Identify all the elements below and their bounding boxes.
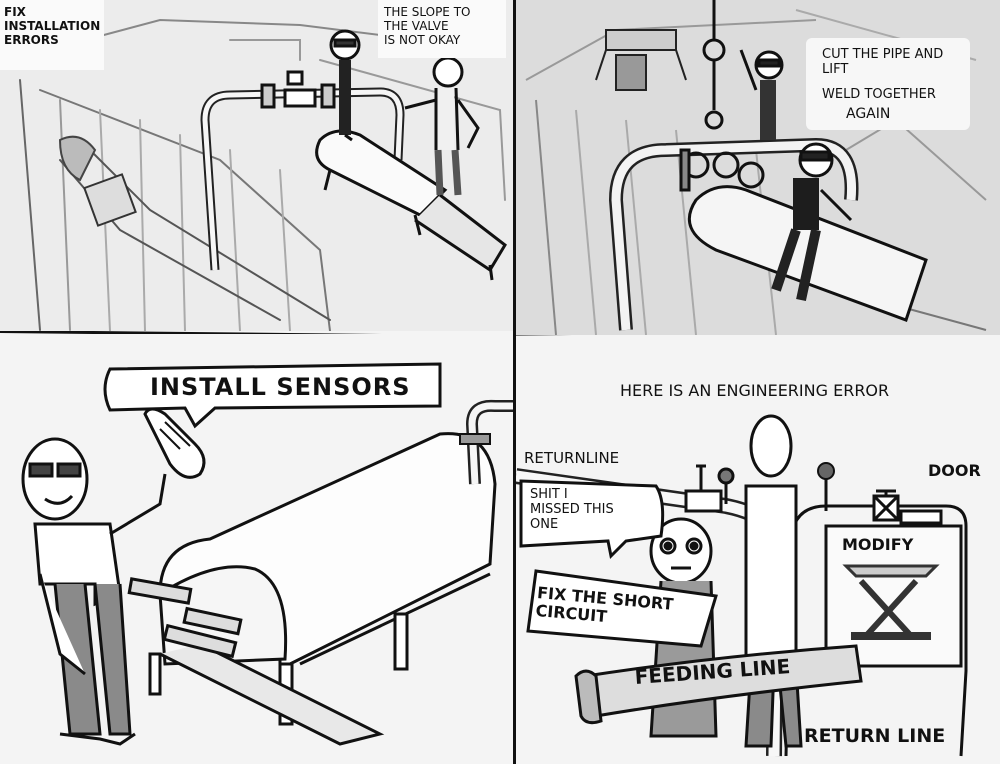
crossed-pipes-icon bbox=[842, 564, 940, 640]
label-modify: MODIFY bbox=[842, 535, 914, 554]
caption-box bbox=[0, 0, 104, 70]
label-door: DOOR bbox=[928, 461, 981, 480]
panel-1: FIX INSTALLATION ERRORS THE SLOPE TO THE… bbox=[0, 0, 513, 331]
panel-3-drawing bbox=[21, 362, 513, 746]
speech-slope-to-valve: THE SLOPE TO THE VALVE IS NOT OKAY bbox=[384, 5, 471, 47]
feeding-line-banner-shape bbox=[574, 644, 863, 725]
panel-2: CUT THE PIPE AND LIFT WELD TOGETHER AGAI… bbox=[516, 0, 1000, 335]
speech-install-sensors: INSTALL SENSORS bbox=[150, 373, 411, 401]
speech-bubble-slope bbox=[378, 0, 506, 58]
wall-box-icon bbox=[58, 135, 137, 227]
panel-4-drawing bbox=[516, 414, 968, 757]
panel-2-drawing bbox=[525, 0, 987, 335]
speech-cut-pipe-and-lift: CUT THE PIPE AND LIFT bbox=[822, 47, 944, 77]
panel-4: HERE IS AN ENGINEERING ERROR RETURNLINE … bbox=[516, 336, 1000, 764]
panel-1-drawing bbox=[9, 18, 507, 331]
panel-3: INSTALL SENSORS bbox=[0, 334, 513, 764]
valve-icon bbox=[872, 489, 943, 525]
speech-bubble-cut-pipe bbox=[806, 38, 970, 130]
divider-vertical bbox=[513, 0, 516, 764]
hoist-icon bbox=[595, 29, 687, 91]
speech-again: AGAIN bbox=[846, 106, 891, 122]
label-return-line: RETURN LINE bbox=[804, 725, 946, 747]
gauge-icon bbox=[817, 462, 835, 480]
panel-4-title: HERE IS AN ENGINEERING ERROR bbox=[620, 381, 890, 400]
sensor-icon bbox=[143, 407, 206, 479]
speech-weld-together: WELD TOGETHER bbox=[822, 87, 936, 102]
caption-fix-installation-errors: FIX INSTALLATION ERRORS bbox=[4, 5, 101, 47]
thought-missed-this-one: SHIT I MISSED THIS ONE bbox=[530, 487, 614, 532]
label-returnline: RETURNLINE bbox=[524, 449, 620, 467]
